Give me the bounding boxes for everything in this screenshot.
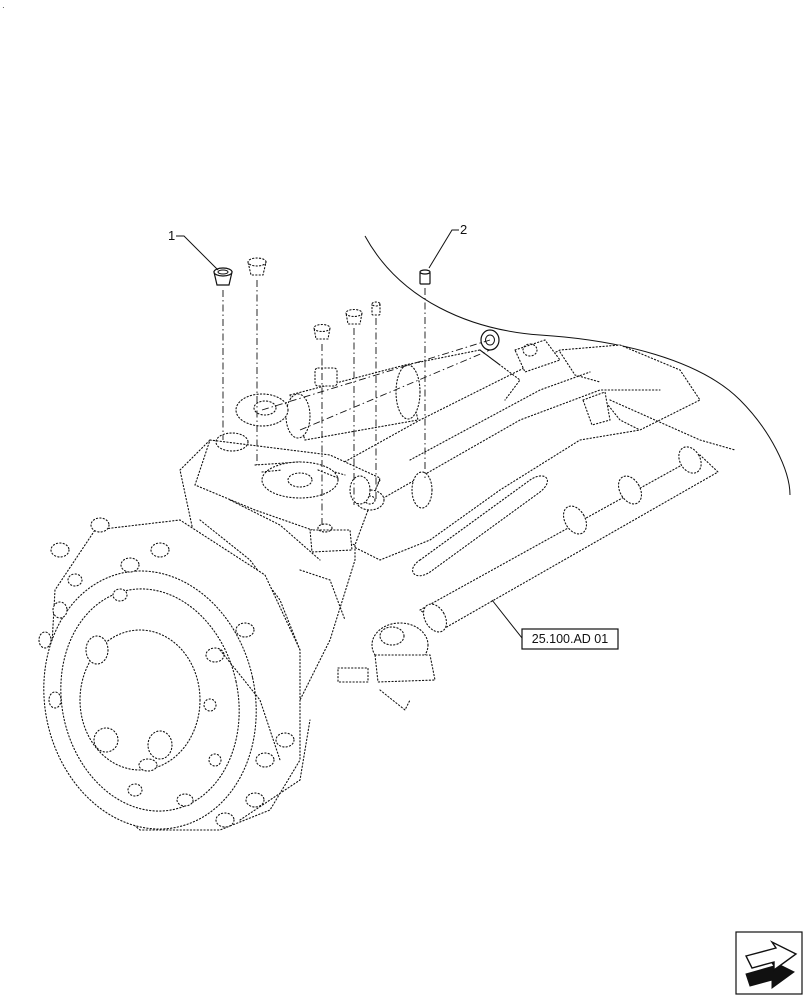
grease-fitting-small <box>371 301 381 316</box>
reference-callout[interactable]: 25.100.AD 01 <box>491 599 619 650</box>
frame-outline <box>364 235 791 496</box>
assembly-center-lines <box>222 280 491 525</box>
callout-2: 2 <box>428 222 467 269</box>
reference-label[interactable]: 25.100.AD 01 <box>532 632 608 646</box>
grease-cap-alt <box>247 257 267 276</box>
next-page-arrow-icon[interactable] <box>735 931 803 995</box>
callout-1: 1 <box>168 228 219 271</box>
wheel-hub <box>38 517 311 831</box>
callout-2-number: 2 <box>460 222 467 237</box>
callout-1-number: 1 <box>168 228 175 243</box>
grease-fitting-callout-2 <box>419 269 431 285</box>
grease-cap-a <box>313 323 331 340</box>
corner-mark: · <box>2 3 5 12</box>
reference-box[interactable] <box>521 628 619 650</box>
grease-cap-b <box>345 308 363 325</box>
grease-cap-callout-1 <box>213 267 233 286</box>
